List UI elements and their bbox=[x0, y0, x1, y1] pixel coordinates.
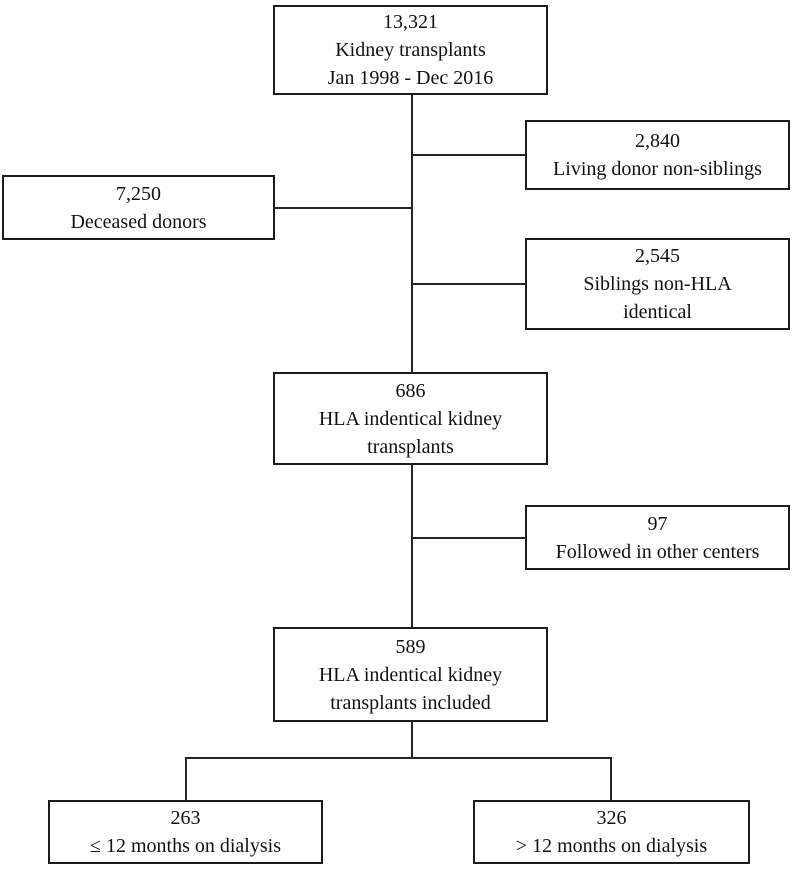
connector-branch-siblings bbox=[412, 283, 526, 285]
connector-branch-deceased-donors bbox=[274, 207, 412, 209]
node-label-line: > 12 months on dialysis bbox=[515, 835, 708, 857]
flow-box-deceased-donors: 7,250 Deceased donors bbox=[2, 175, 275, 240]
node-label-line: Deceased donors bbox=[70, 210, 207, 233]
node-value: 2,545 bbox=[635, 245, 680, 267]
connector-main-vertical-top bbox=[411, 95, 413, 373]
node-label-line: identical bbox=[623, 301, 692, 323]
flow-box-living-donor-non-siblings: 2,840 Living donor non-siblings bbox=[525, 120, 790, 190]
node-value: 686 bbox=[395, 379, 426, 402]
node-value: 589 bbox=[395, 635, 426, 658]
node-value: 263 bbox=[170, 807, 201, 829]
flow-box-siblings-non-hla: 2,545 Siblings non-HLA identical bbox=[525, 238, 790, 330]
connector-split-horizontal bbox=[185, 757, 612, 759]
node-value: 97 bbox=[647, 512, 668, 535]
connector-main-vertical-bottom bbox=[411, 721, 413, 759]
node-label-line: HLA indentical kidney bbox=[318, 407, 503, 430]
flow-box-dialysis-more-than-12: 326 > 12 months on dialysis bbox=[473, 800, 750, 864]
connector-branch-followed bbox=[412, 537, 526, 539]
node-value: 7,250 bbox=[116, 182, 161, 205]
node-label-line: Living donor non-siblings bbox=[553, 158, 762, 180]
node-label-line: HLA indentical kidney bbox=[318, 663, 503, 686]
connector-branch-living-donor bbox=[412, 154, 526, 156]
flow-box-hla-identical-included: 589 HLA indentical kidney transplants in… bbox=[273, 627, 548, 722]
node-value: 326 bbox=[596, 807, 627, 829]
node-label-line: Kidney transplants bbox=[335, 39, 486, 61]
node-value: 13,321 bbox=[383, 11, 438, 33]
flow-box-dialysis-12-or-less: 263 ≤ 12 months on dialysis bbox=[48, 800, 323, 864]
node-value: 2,840 bbox=[635, 130, 680, 152]
node-label-line: transplants included bbox=[330, 691, 491, 714]
flow-box-hla-identical: 686 HLA indentical kidney transplants bbox=[273, 372, 548, 465]
flow-box-total-transplants: 13,321 Kidney transplants Jan 1998 - Dec… bbox=[273, 5, 548, 95]
node-label-line: ≤ 12 months on dialysis bbox=[90, 835, 281, 857]
flow-box-followed-other-centers: 97 Followed in other centers bbox=[525, 505, 790, 570]
node-label-line: transplants bbox=[367, 435, 454, 458]
connector-main-vertical-middle bbox=[411, 464, 413, 628]
node-label-line: Followed in other centers bbox=[555, 540, 760, 563]
connector-drop-right bbox=[610, 757, 612, 801]
node-label-line: Siblings non-HLA bbox=[583, 273, 732, 295]
node-label-line: Jan 1998 - Dec 2016 bbox=[327, 67, 494, 89]
connector-drop-left bbox=[185, 757, 187, 801]
